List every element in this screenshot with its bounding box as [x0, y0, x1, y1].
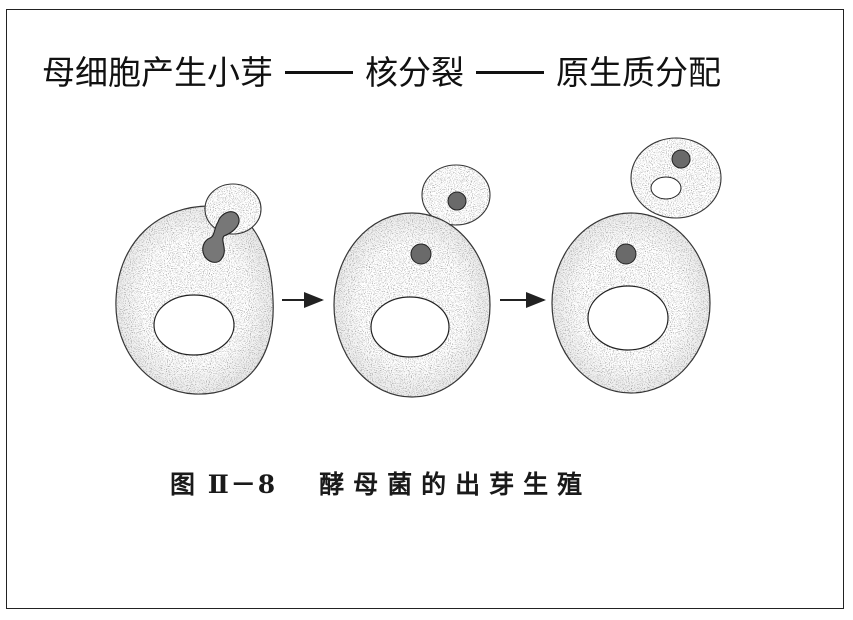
stage-connector-dash — [285, 70, 353, 74]
bud-nucleus — [447, 191, 467, 211]
vacuole — [587, 285, 669, 351]
figure-caption: 图 Ⅱ－8 酵母菌的出芽生殖 — [170, 463, 591, 503]
stage3-cell — [551, 137, 722, 394]
stage-connector-dash — [476, 70, 544, 74]
vacuole — [153, 294, 235, 356]
stage1-cell — [115, 183, 274, 395]
stage-label-budding: 母细胞产生小芽 — [42, 53, 273, 92]
vacuole — [370, 296, 450, 358]
figure-number: 图 Ⅱ－8 — [170, 470, 278, 499]
bud-nucleus — [671, 149, 691, 169]
stage-label-nuclear-division: 核分裂 — [365, 53, 464, 92]
stage-label-cytoplasm-division: 原生质分配 — [556, 53, 721, 92]
dividing-nucleus — [202, 211, 240, 263]
process-heading: 母细胞产生小芽 核分裂 原生质分配 — [42, 42, 721, 98]
mother-nucleus — [410, 243, 432, 265]
mother-nucleus — [615, 243, 637, 265]
figure-title: 酵母菌的出芽生殖 — [319, 470, 592, 499]
stage2-cell — [333, 164, 491, 398]
bud-vacuole — [650, 176, 682, 200]
